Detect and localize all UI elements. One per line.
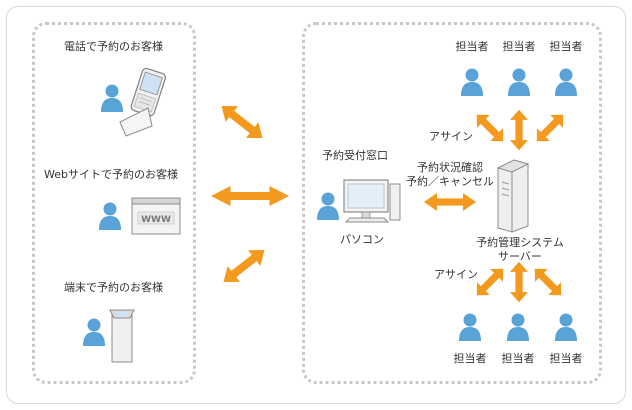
- server-icon: [496, 159, 530, 233]
- browser-window-icon: WWW: [131, 197, 181, 235]
- link-label-1: 予約状況確認: [417, 161, 483, 174]
- phone-icon: [119, 67, 167, 137]
- staff-person-icon-top-2: [508, 68, 530, 96]
- arrow-phone-to-reception: [215, 98, 269, 146]
- arrow-server-staff-bottom-2: [510, 261, 528, 303]
- assign-label-bottom: アサイン: [434, 268, 478, 281]
- browser-www-text: WWW: [141, 215, 171, 225]
- arrow-server-staff-top-2: [510, 109, 528, 151]
- arrow-server-staff-bottom-3: [528, 262, 568, 302]
- web-customer-label: Webサイトで予約のお客様: [44, 168, 178, 181]
- staff-label-bottom-1: 担当者: [453, 352, 487, 365]
- staff-label-bottom-3: 担当者: [549, 352, 583, 365]
- system-panel: [302, 22, 602, 384]
- staff-person-icon-top-3: [555, 68, 577, 96]
- arrow-terminal-to-reception: [217, 242, 271, 290]
- assign-label-top: アサイン: [429, 130, 473, 143]
- kiosk-terminal-icon: [109, 309, 135, 363]
- staff-person-icon-bottom-2: [507, 313, 529, 341]
- staff-label-top-1: 担当者: [455, 40, 489, 53]
- arrow-reception-to-server: [424, 193, 476, 211]
- staff-label-bottom-2: 担当者: [501, 352, 535, 365]
- staff-label-top-2: 担当者: [502, 40, 536, 53]
- phone-customer-person-icon: [101, 84, 123, 112]
- arrow-server-staff-bottom-1: [470, 262, 510, 302]
- pc-label: パソコン: [340, 233, 384, 246]
- web-customer-person-icon: [99, 202, 121, 230]
- customers-panel: [32, 22, 196, 384]
- arrow-server-staff-top-1: [470, 108, 510, 148]
- staff-person-icon-bottom-3: [555, 313, 577, 341]
- server-label-1: 予約管理システム: [476, 236, 564, 249]
- arrow-server-staff-top-3: [530, 108, 570, 148]
- link-label-2: 予約／キャンセル: [406, 175, 494, 188]
- staff-person-icon-top-1: [461, 68, 483, 96]
- terminal-customer-person-icon: [83, 318, 105, 346]
- phone-customer-label: 電話で予約のお客様: [64, 40, 163, 53]
- pc-monitor-icon: [343, 179, 401, 223]
- staff-person-icon-bottom-1: [459, 313, 481, 341]
- staff-label-top-3: 担当者: [549, 40, 583, 53]
- arrow-web-to-reception: [211, 186, 289, 206]
- reception-title: 予約受付窓口: [322, 149, 388, 162]
- server-label-2: サーバー: [498, 250, 542, 263]
- terminal-customer-label: 端末で予約のお客様: [64, 281, 163, 294]
- reception-person-icon: [317, 192, 339, 220]
